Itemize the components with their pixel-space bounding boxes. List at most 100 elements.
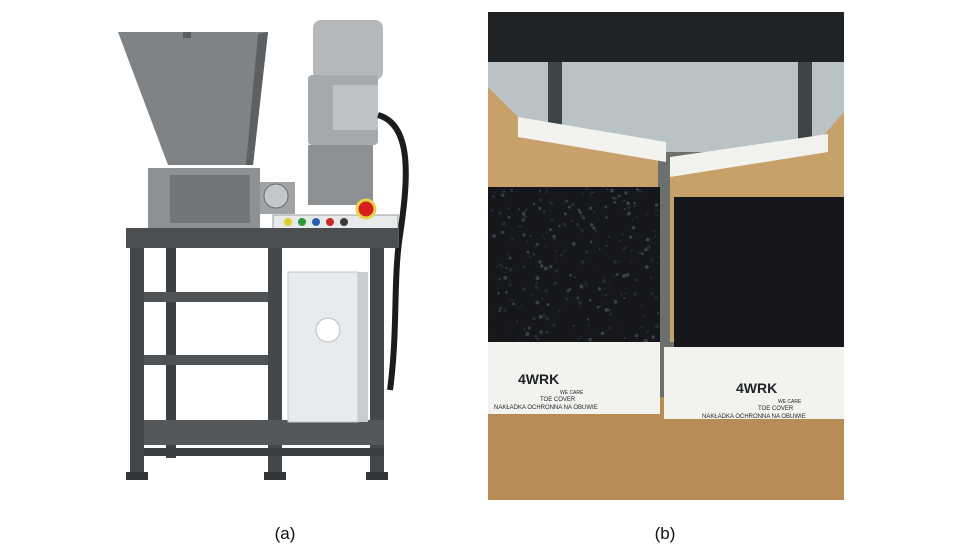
granulate-speck [493,236,495,238]
granulate-speck [505,291,508,294]
granulate-speck [569,288,572,291]
caption-b: (b) [635,524,695,544]
granulate-speck [555,269,559,273]
granulate-speck [580,285,584,289]
box-left [488,342,660,414]
granulate-speck [624,191,627,194]
granulate-speck [613,201,616,204]
granulate-speck [657,312,659,314]
granulate-speck [633,202,636,205]
granulate-speck [601,332,605,336]
granulate-speck [541,298,543,300]
granulate-speck [518,225,521,228]
granulate-speck [499,263,502,266]
granulate-speck [609,313,612,316]
box-left-brand: 4WRK [518,371,559,387]
granulate-speck [523,266,525,268]
granulate-speck [563,223,567,227]
granulate-speck [509,280,510,281]
granulate-speck [510,189,513,192]
granulate-speck [590,223,593,226]
granulate-speck [616,273,619,276]
granulate-speck [503,276,507,280]
granulate-speck [532,317,536,321]
granulate-speck [597,306,600,309]
granulate-left [488,187,660,347]
granulate-speck [604,206,607,209]
granulate-speck [569,274,572,277]
shredder-machine-icon [108,10,438,500]
granulate-speck [539,198,543,202]
granulate-speck [565,201,568,204]
granulate-speck [536,276,540,280]
granulate-speck [655,324,659,328]
granulate-speck [512,299,513,300]
granulate-speck [620,327,621,328]
granulate-speck [622,233,624,235]
granulate-speck [507,253,508,254]
granulate-speck [551,219,554,222]
granulate-speck [533,203,535,205]
granulate-speck [516,320,518,322]
granulate-speck [582,217,585,220]
granulate-speck [622,274,626,278]
granulate-speck [530,263,531,264]
granulate-speck [617,260,619,262]
granulate-speck [533,253,535,255]
granulate-speck [560,253,563,256]
granulate-speck [491,210,493,212]
box-left-line2: NAKŁADKA OCHRONNA NA OBUWIE [494,405,598,411]
granulate-speck [495,191,496,192]
granulate-speck [543,238,545,240]
granulate-speck [509,257,512,260]
granulate-speck [646,214,648,216]
granulate-speck [623,200,625,202]
granulate-speck [535,301,539,305]
granulate-speck [608,236,610,238]
granulate-speck [523,328,526,331]
granulate-speck [552,235,556,239]
granulate-speck [545,246,547,248]
granulate-speck [614,300,618,304]
granulate-speck [602,279,606,283]
coupling [264,184,288,208]
granulate-speck [612,197,615,200]
granulate-speck [545,190,548,193]
granulate-speck [504,309,507,312]
granulate-speck [563,250,566,253]
granulate-speck [624,337,626,339]
granulate-speck [641,252,644,255]
granulate-speck [654,296,657,299]
caption-a: (a) [255,524,315,544]
box-right-tagline: WE CARE [778,399,802,405]
granulate-speck [593,211,595,213]
granulate-speck [573,325,575,327]
granulate-speck [608,326,611,329]
granulate-speck [558,197,559,198]
granulate-speck [589,194,592,197]
granulate-right [674,197,844,347]
granulate-speck [516,190,517,191]
granulate-speck [522,219,525,222]
granulate-speck [525,332,529,336]
granulate-speck [623,248,626,251]
granulate-speck [574,276,576,278]
granulate-speck [615,262,616,263]
granulate-speck [529,257,531,259]
granulate-speck [509,268,513,272]
granulate-speck [549,210,551,212]
box-right-brand: 4WRK [736,380,777,396]
granulate-speck [578,301,582,305]
granulate-speck [518,208,520,210]
granulate-speck [593,192,595,194]
granulate-speck [552,323,556,327]
granulate-speck [604,288,605,289]
granulate-speck [595,269,596,270]
granulate-speck [623,297,625,299]
granulate-speck [579,211,582,214]
granulate-speck [529,235,532,238]
granulate-speck [522,233,525,236]
granulate-speck [579,336,582,339]
shredder-photo [108,10,438,500]
granulate-speck [546,231,548,233]
